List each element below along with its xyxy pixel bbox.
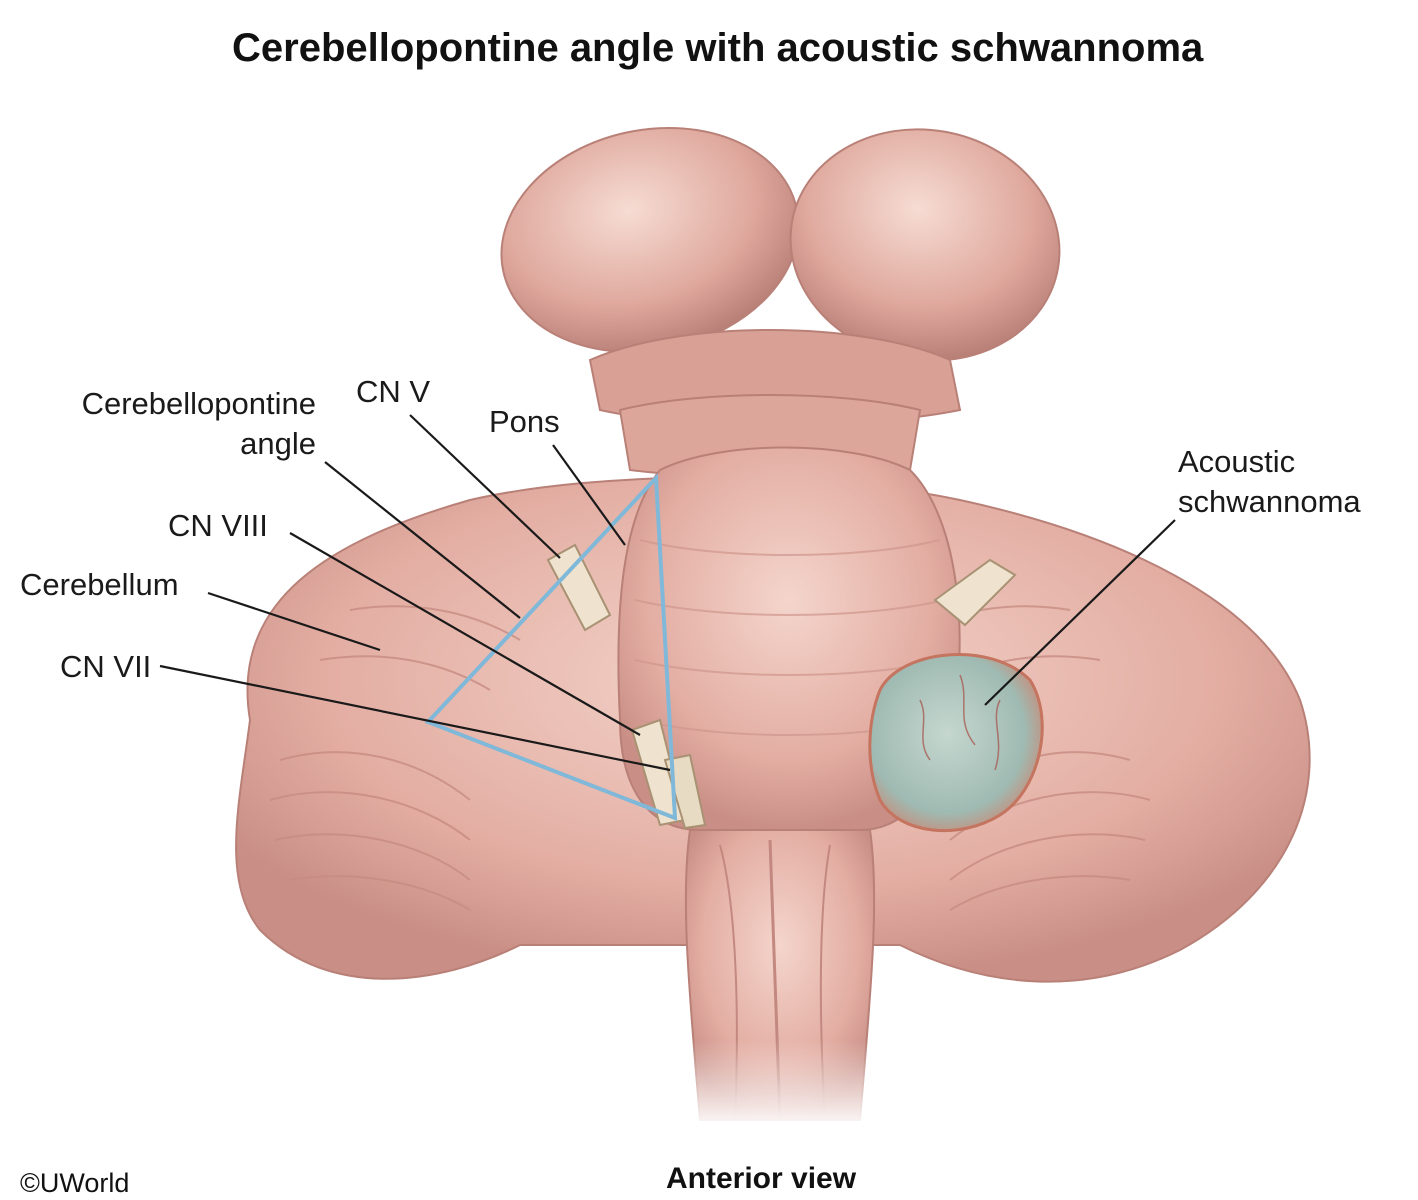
view-caption: Anterior view — [666, 1162, 857, 1195]
upper-lobes — [500, 126, 1061, 479]
cerebellopontine-angle-triangle — [424, 473, 678, 821]
copyright-notice: ©UWorld — [20, 1168, 130, 1198]
medulla — [600, 829, 960, 1130]
cn-v-nerve-right — [933, 558, 1017, 627]
acoustic-schwannoma-tumor — [868, 653, 1044, 833]
label-cn-viii: CN VIII — [168, 508, 268, 543]
leader-cn-viii — [289, 532, 641, 736]
cn-vii-viii-nerves-left — [630, 718, 707, 830]
cn-v-nerve-left — [546, 543, 612, 632]
leader-cn-v — [409, 414, 561, 559]
leader-cn-vii — [159, 664, 671, 772]
label-acoustic-schwannoma-line2: schwannoma — [1178, 484, 1361, 519]
label-cn-v: CN V — [356, 374, 431, 409]
leader-cerebellopontine-angle — [324, 461, 521, 619]
label-cerebellopontine-angle-line1: Cerebellopontine — [81, 386, 316, 421]
figure-title: Cerebellopontine angle with acoustic sch… — [232, 26, 1204, 70]
leader-lines — [159, 414, 1176, 772]
leader-acoustic-schwannoma — [984, 519, 1176, 706]
label-cerebellopontine-angle-line2: angle — [240, 426, 316, 461]
label-cn-vii: CN VII — [60, 649, 152, 684]
label-cerebellum: Cerebellum — [20, 567, 179, 602]
label-cerebellopontine-angle: Cerebellopontine angle — [40, 384, 316, 464]
label-acoustic-schwannoma: Acoustic schwannoma — [1178, 442, 1361, 522]
label-pons: Pons — [489, 404, 560, 439]
leader-pons — [552, 444, 626, 546]
leader-cerebellum — [207, 591, 381, 652]
label-acoustic-schwannoma-line1: Acoustic — [1178, 444, 1296, 479]
